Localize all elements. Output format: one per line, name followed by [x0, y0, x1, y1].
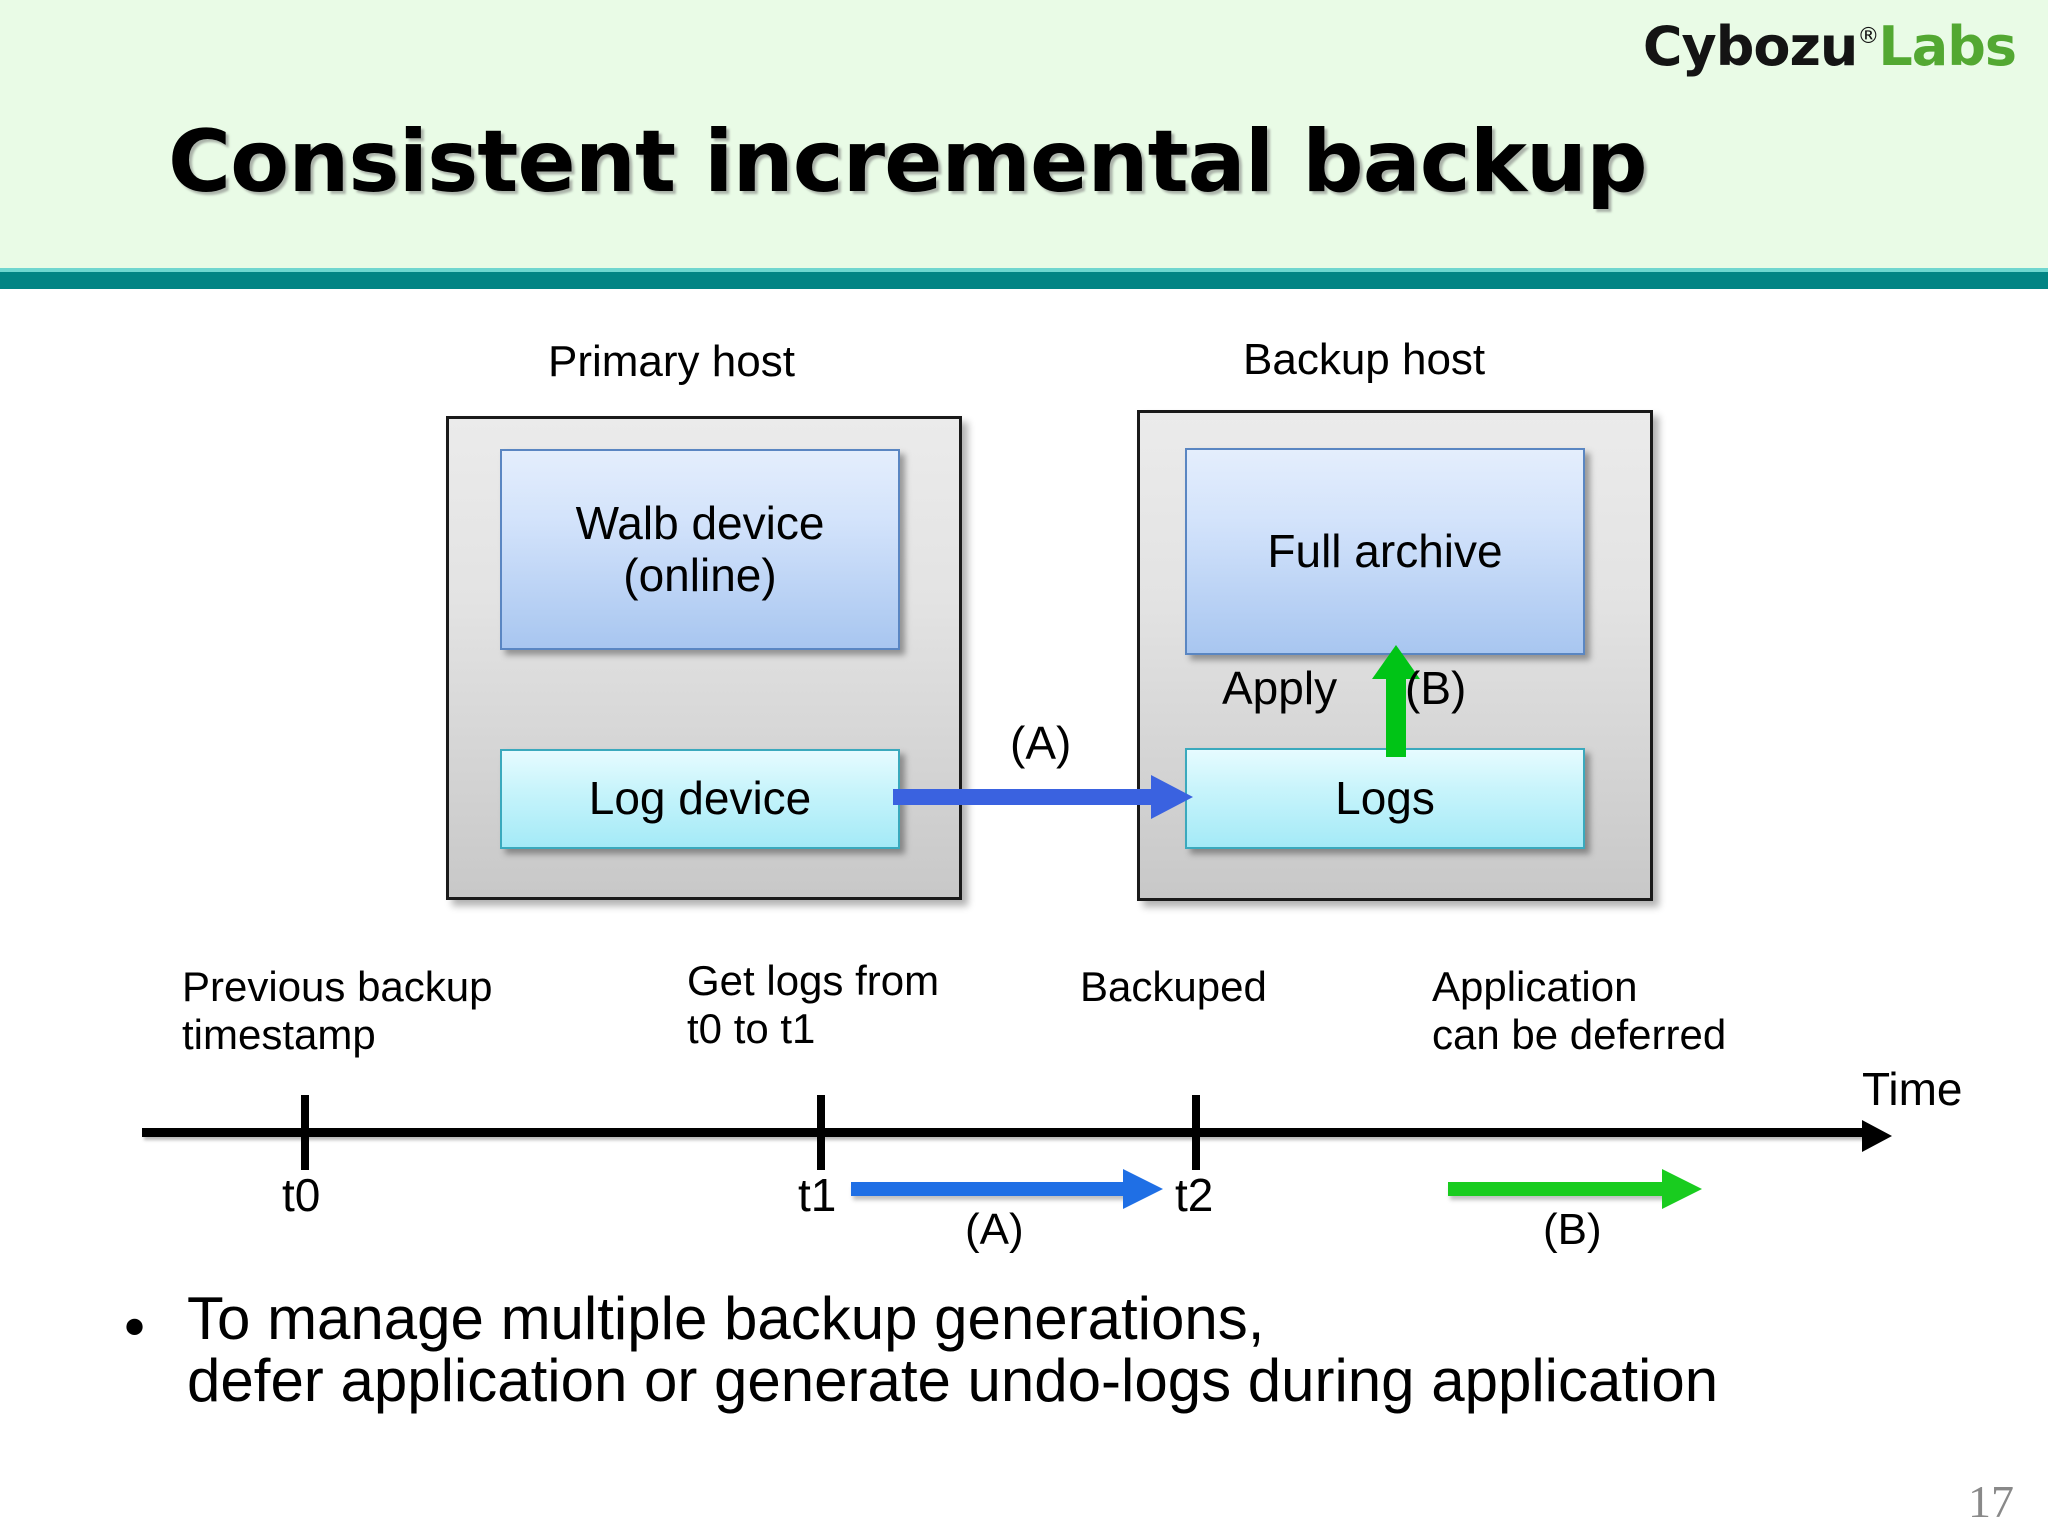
page-number: 17 [1968, 1476, 2014, 1527]
timeline-tick-t0 [301, 1095, 309, 1170]
timeline-annotation-get-logs: Get logs from t0 to t1 [687, 957, 940, 1052]
timeline-tick-label-t2: t2 [1175, 1169, 1214, 1221]
bullet-marker-icon: • [118, 1297, 152, 1362]
walb-device-box: Walb device (online) [500, 449, 900, 650]
timeline-axis-label: Time [1862, 1063, 1963, 1115]
arrow-shaft [893, 789, 1155, 805]
timeline-tick-label-t1: t1 [798, 1169, 837, 1221]
timeline-tick-t2 [1192, 1095, 1200, 1170]
backup-host-caption: Backup host [1243, 335, 1486, 384]
timeline-axis-arrowhead-icon [1862, 1120, 1892, 1152]
logo-brand-text: Cybozu [1642, 15, 1858, 78]
full-archive-box: Full archive [1185, 448, 1585, 655]
header-accent-bar [0, 272, 2048, 289]
timeline-axis [142, 1128, 1869, 1137]
logs-box: Logs [1185, 748, 1585, 849]
timeline-annotation-previous-backup: Previous backup timestamp [182, 963, 493, 1058]
log-device-box: Log device [500, 749, 900, 849]
timeline-annotation-backuped: Backuped [1080, 963, 1267, 1010]
logo-suffix-text: Labs [1878, 15, 2017, 78]
timeline-span-b-label: (B) [1543, 1205, 1602, 1254]
arrow-shaft [1448, 1182, 1666, 1196]
apply-label: Apply [1222, 662, 1338, 714]
arrow-shaft [1386, 677, 1406, 757]
bullet-item-text: To manage multiple backup generations, d… [187, 1285, 1719, 1415]
page-title: Consistent incremental backup [168, 112, 1648, 212]
timeline-span-a-label: (A) [965, 1205, 1024, 1254]
arrow-head-icon [1372, 645, 1420, 679]
timeline-tick-t1 [817, 1095, 825, 1170]
registered-trademark-icon: ® [1857, 24, 1879, 49]
header-band [0, 0, 2048, 268]
primary-host-caption: Primary host [548, 337, 795, 386]
apply-arrow [1372, 645, 1420, 757]
arrow-head-icon [1123, 1169, 1163, 1209]
apply-arrow-tag: (B) [1405, 662, 1467, 714]
timeline-annotation-application-deferred: Application can be deferred [1432, 963, 1727, 1058]
arrow-head-icon [1662, 1169, 1702, 1209]
bullet-list: • To manage multiple backup generations,… [118, 1285, 1998, 1415]
header-rule-highlight [0, 268, 2048, 272]
timeline-tick-label-t0: t0 [282, 1169, 321, 1221]
transfer-arrow-label: (A) [1010, 717, 1072, 769]
cybozu-labs-logo: Cybozu®Labs [1643, 20, 2017, 74]
arrow-shaft [851, 1182, 1127, 1196]
arrow-head-icon [1151, 775, 1193, 819]
